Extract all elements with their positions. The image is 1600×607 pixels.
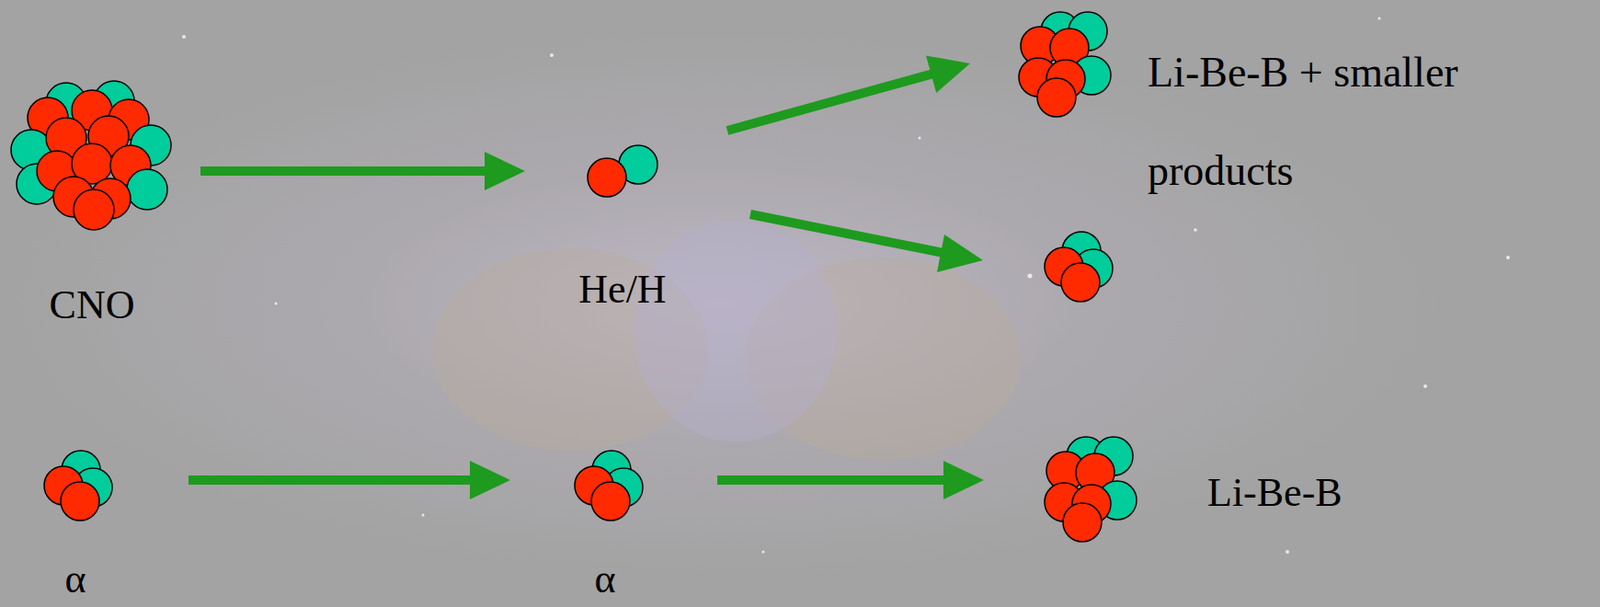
arrow-head [484,151,526,191]
libeb-nucleus [1044,436,1137,542]
stars [182,17,1510,555]
nebula-core [634,220,837,442]
alpha-nucleus [44,450,113,521]
arrow-head [943,460,984,500]
nucleus-label: Li-Be-B [1207,470,1343,515]
arrow-head [469,460,511,500]
reaction-arrow [727,55,971,131]
nucleus-node: α [18,445,189,604]
nucleus-node: CNO [7,77,201,335]
reaction-arrow [717,460,984,500]
reaction-arrow [188,460,511,500]
arrow-shaft [200,166,489,176]
arrow-shaft [727,73,935,131]
cno-nucleus [11,80,172,230]
nucleus-node: He/H [525,128,728,322]
nucleus-label: α [594,559,616,600]
nucleus-label: He/H [578,267,666,312]
nucleus-label: α [64,559,86,600]
light-nucleus [587,145,658,197]
nucleus-node: Li-Be-B [983,432,1407,548]
nucleus-node: Li-Be-B + smaller products [970,4,1591,226]
green-arrow [750,214,983,273]
helium-nucleus [1044,231,1113,302]
arrow-shaft [188,475,474,485]
alpha-nucleus [574,450,643,521]
reaction-arrow [200,151,526,191]
nucleus-label: CNO [49,283,136,328]
arrow-shaft [717,475,948,485]
arrow-head [925,55,971,92]
nucleus-label: Li-Be-B + smaller products [1147,22,1588,220]
libeb-nucleus [1018,11,1111,117]
nucleus-node: α [510,445,718,604]
